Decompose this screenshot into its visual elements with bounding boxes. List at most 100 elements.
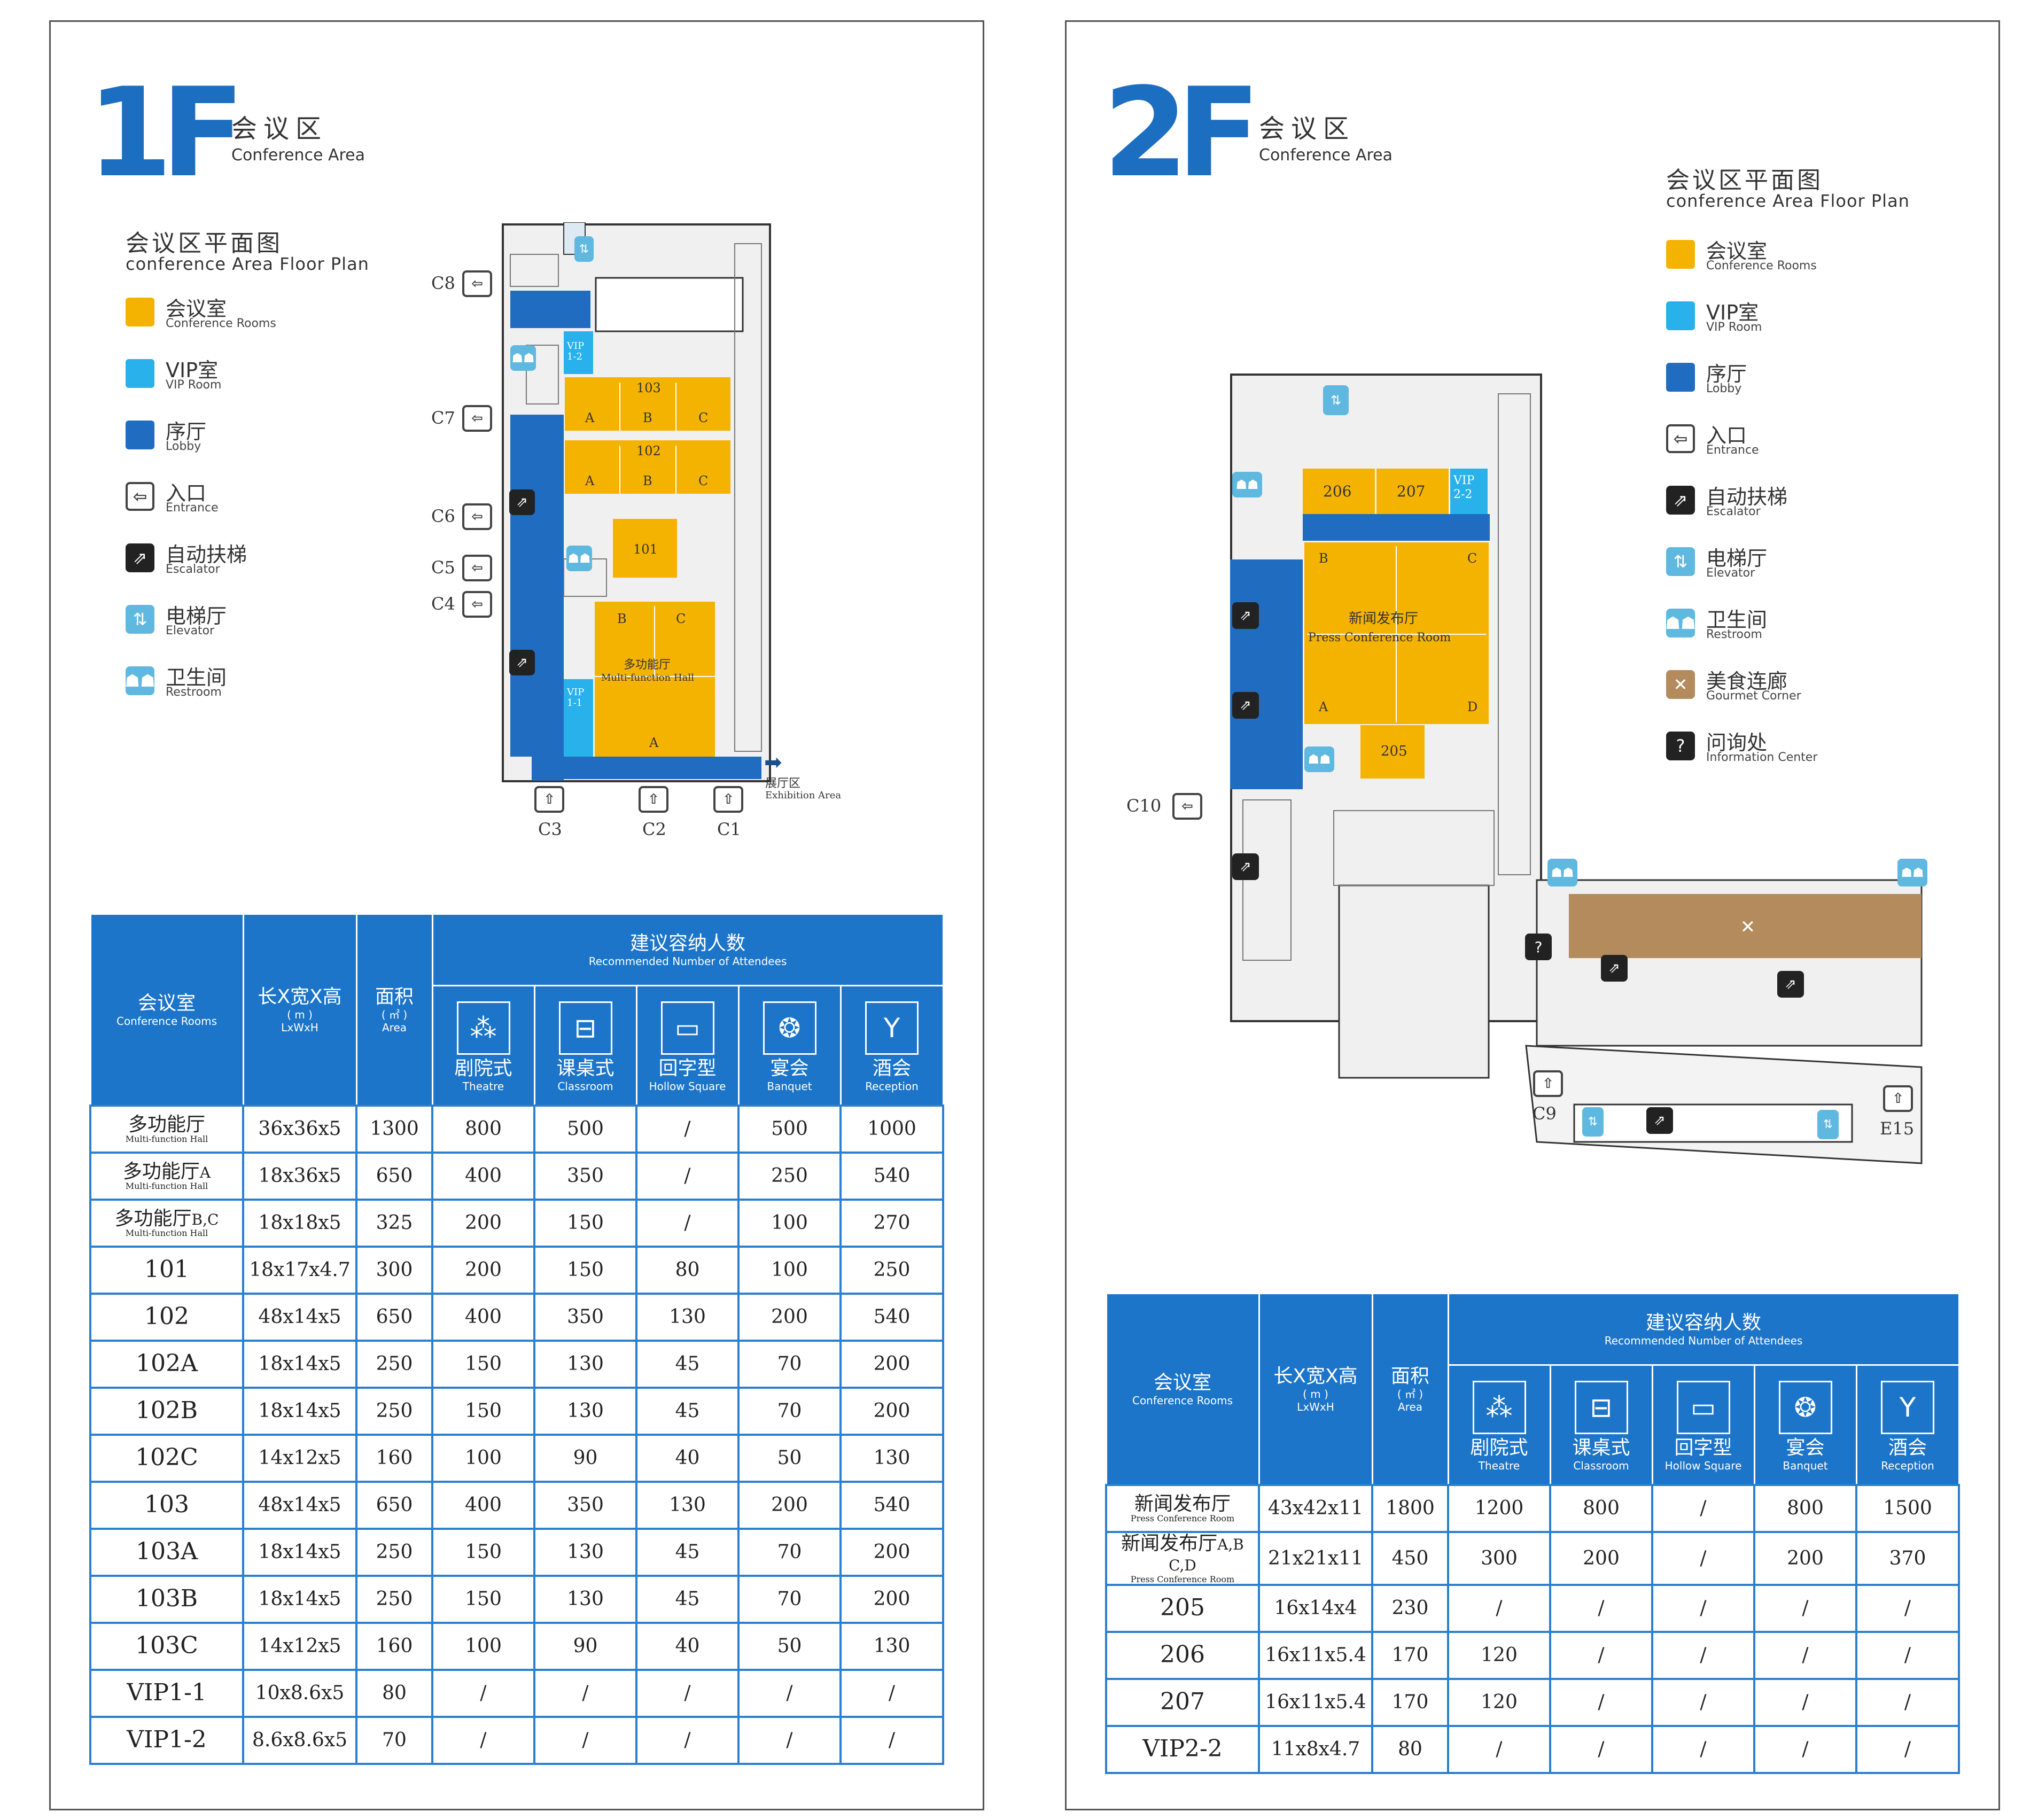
gate-c7-label: C7 [431, 408, 455, 428]
room-name: 102A [91, 1351, 242, 1376]
banquet-cell: 500 [737, 1104, 842, 1154]
hall-label-en: Multi-function Hall [601, 672, 694, 683]
header-dim-unit: ( m ) [1303, 1387, 1328, 1401]
header-room-en: Conference Rooms [116, 1014, 217, 1028]
header-theatre-en: Theatre [1478, 1459, 1520, 1472]
room-name: 205 [1107, 1595, 1258, 1621]
room-name-text: VIP2-2 [1142, 1735, 1223, 1763]
room-name: VIP1-1 [91, 1680, 242, 1706]
header-room-en: Conference Rooms [1132, 1394, 1233, 1407]
area-cell: 250 [355, 1386, 433, 1436]
area-cell: 70 [355, 1715, 433, 1765]
classroom-cell: 500 [533, 1104, 637, 1154]
legend-label-en: Conference Rooms [166, 317, 276, 330]
header-dim-en: LxWxH [281, 1021, 318, 1034]
room-name-cell: 102A [89, 1339, 244, 1389]
theatre-cell: 150 [431, 1339, 535, 1389]
room-name-cell: VIP1-2 [89, 1715, 244, 1765]
area-cell: 160 [355, 1433, 433, 1483]
legend-label-zh: 电梯厅 [166, 604, 227, 628]
info-icon: ? [1525, 934, 1552, 960]
reception-cell: / [839, 1668, 944, 1718]
header-dimensions: 长X宽X高( m )LxWxH [242, 913, 357, 1106]
room-name-en: Multi-function Hall [125, 1181, 208, 1192]
theatre-cell: / [1447, 1583, 1551, 1633]
room-name-text: 103B [135, 1585, 198, 1613]
room-name-cell: 103A [89, 1527, 244, 1577]
room-c-label: C [698, 473, 709, 488]
legend-label-zh: 美食连廊 [1706, 670, 1788, 693]
gate-c9-label: C9 [1533, 1103, 1557, 1124]
header-group-zh: 建议容纳人数 [629, 932, 745, 954]
room-205-label: 205 [1381, 743, 1407, 759]
hollow-cell: / [1651, 1630, 1755, 1680]
room-206-label: 206 [1323, 483, 1352, 500]
theatre-cell: 400 [431, 1480, 535, 1530]
theatre-cell: 1200 [1447, 1483, 1551, 1533]
room-103 [565, 377, 730, 431]
legend-label-en: Restroom [166, 686, 222, 699]
room-name: 多功能厅 [91, 1114, 242, 1135]
banquet-cell: 70 [737, 1574, 842, 1624]
header-banquet-en: Banquet [1783, 1459, 1828, 1472]
floor-plan-2f: ⇅ ☗☗ ☗☗ ☗☗ ☗☗ ⇗ ⇗ ⇗ ⇗ ⇗ ⇗ ⇅ ⇅ ? ✕ 206 20… [1227, 372, 1932, 1206]
room-name-text: 102 [144, 1303, 189, 1331]
gate-c5-label: C5 [431, 557, 455, 578]
room-name: 新闻发布厅A,B C,D [1107, 1533, 1258, 1575]
reception-cell: 200 [839, 1527, 944, 1577]
theatre-cell: / [431, 1668, 535, 1718]
room-name-cell: 206 [1105, 1630, 1260, 1680]
area-cell: 1300 [355, 1104, 433, 1154]
area-cell: 250 [355, 1527, 433, 1577]
header-group-en: Recommended Number of Attendees [1604, 1334, 1803, 1348]
escalator-icon: ⇗ [1232, 853, 1259, 880]
room-name-cell: 103 [89, 1480, 244, 1530]
hollow-cell: 80 [635, 1245, 740, 1295]
room-c-label: C [1467, 551, 1477, 566]
exhibition-area-label-zh: 展厅区 [765, 777, 801, 790]
dim-cell: 16x11x5.4 [1258, 1630, 1373, 1680]
room-name-en: Multi-function Hall [125, 1228, 208, 1239]
hollow-cell: 45 [635, 1574, 740, 1624]
restroom-icon: ☗☗ [1304, 746, 1334, 772]
plan-title-zh: 会议区平面图 [126, 230, 283, 257]
classroom-cell: / [1549, 1630, 1653, 1680]
classroom-cell: / [533, 1715, 637, 1765]
gourmet-icon: ✕ [1740, 916, 1756, 938]
room-name-cell: 103C [89, 1621, 244, 1671]
header-dim-zh: 长X宽X高 [258, 985, 342, 1008]
room-name-text: 多功能厅 [122, 1160, 200, 1183]
classroom-cell: 90 [533, 1433, 637, 1483]
elevator-icon: ⇅ [574, 236, 594, 262]
legend-label-zh: 入口 [166, 481, 207, 505]
hollow-square-layout-icon: ▭ [1676, 1380, 1730, 1434]
elevator-icon: ⇅ [1323, 385, 1349, 415]
classroom-cell: 130 [533, 1339, 637, 1389]
hollow-cell: 45 [635, 1527, 740, 1577]
header-classroom-en: Classroom [1573, 1459, 1629, 1472]
vip-1-1-label: VIP 1-1 [567, 687, 585, 709]
classroom-cell: 150 [533, 1245, 637, 1295]
room-name-cell: 102 [89, 1292, 244, 1342]
theatre-cell: 400 [431, 1151, 535, 1201]
entrance-icon: ⇧ [534, 786, 564, 813]
banquet-cell: 200 [737, 1480, 842, 1530]
room-b-label: B [643, 473, 652, 488]
dim-cell: 36x36x5 [242, 1104, 357, 1154]
room-name-cell: 205 [1105, 1583, 1260, 1633]
hall-label-zh: 多功能厅 [624, 658, 671, 672]
vip-1-2-label: VIP 1-2 [567, 340, 585, 362]
classroom-cell: 350 [533, 1151, 637, 1201]
theatre-cell: 100 [431, 1433, 535, 1483]
